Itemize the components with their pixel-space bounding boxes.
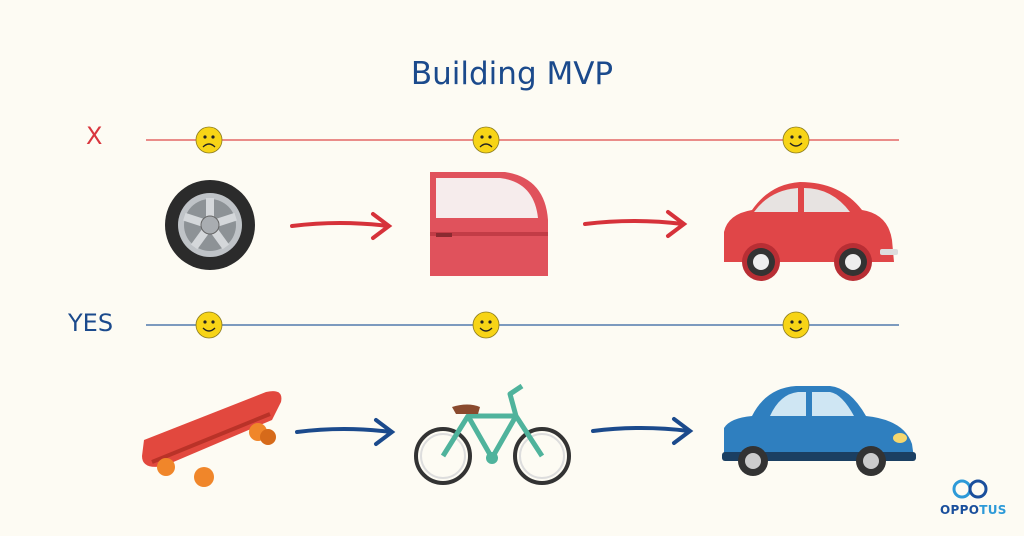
wrong-approach-label: X — [86, 122, 103, 150]
company-logo: OPPOTUS — [940, 503, 1007, 517]
arrow-right-icon — [290, 210, 688, 240]
arrow-right-icon — [295, 417, 694, 446]
happy-face-icon — [195, 311, 223, 339]
happy-face-icon — [782, 126, 810, 154]
sad-face-icon — [472, 126, 500, 154]
happy-face-icon — [472, 311, 500, 339]
oppotus-logo-icon — [952, 479, 988, 499]
red-car-icon — [724, 182, 898, 281]
diagram-title: Building MVP — [410, 56, 614, 92]
bicycle-icon — [414, 383, 571, 485]
wheel-icon — [165, 180, 255, 270]
right-approach-label: YES — [68, 309, 114, 337]
logo-text-part2: TUS — [979, 503, 1007, 517]
blue-car-icon — [722, 386, 916, 476]
skateboard-icon — [142, 391, 282, 487]
happy-face-icon — [782, 311, 810, 339]
logo-text-part1: OPPO — [940, 503, 980, 517]
sad-face-icon — [195, 126, 223, 154]
car-door-icon — [430, 172, 548, 276]
